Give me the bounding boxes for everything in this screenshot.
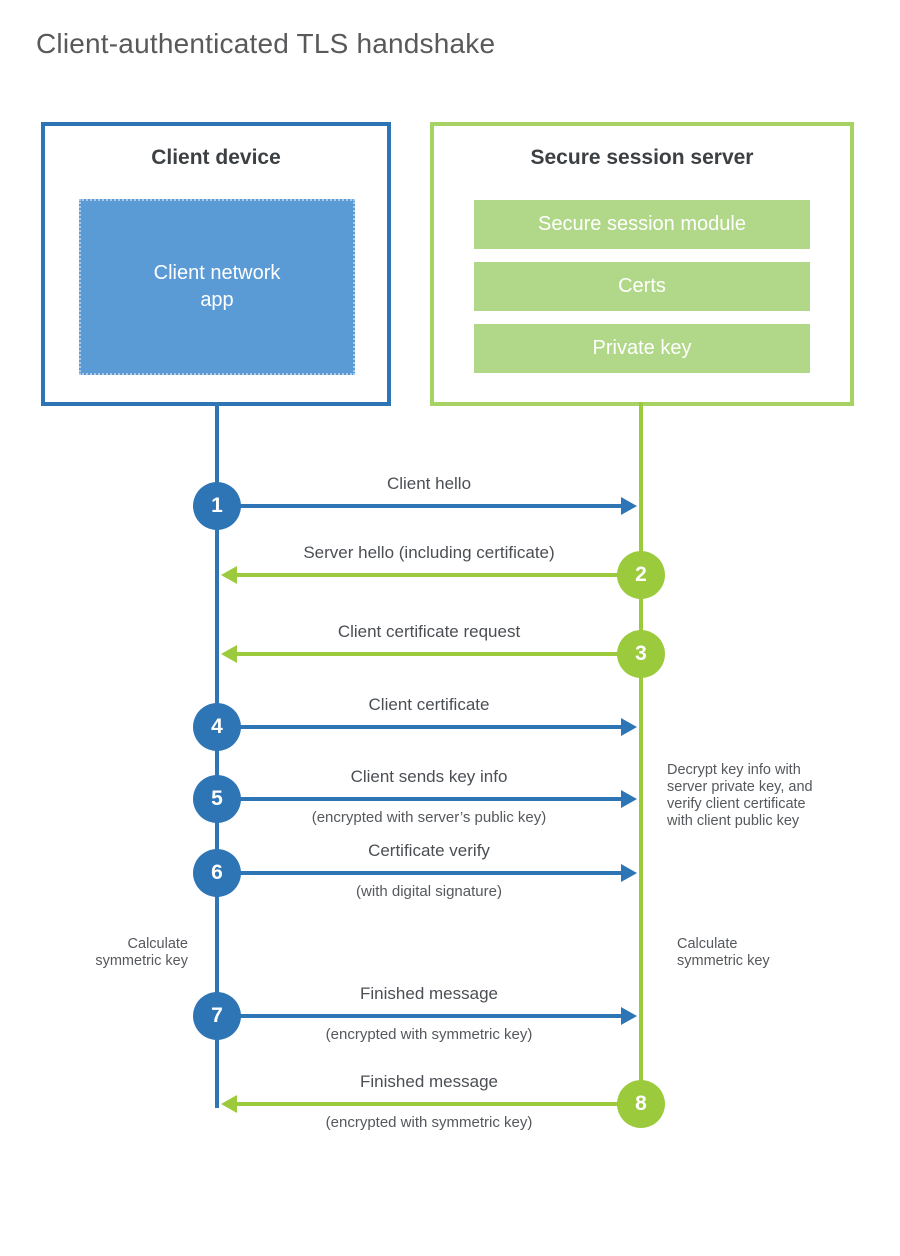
arrow-shaft-right [219,504,621,508]
server-module-label: Private key [592,337,692,359]
client-network-app-box: Client network app [79,199,355,375]
server-module-label: Certs [618,275,666,297]
message-sublabel: (with digital signature) [356,883,502,900]
message-sublabel: (encrypted with server’s public key) [311,809,547,826]
message-sublabel: (encrypted with symmetric key) [325,1114,533,1131]
client-network-app-label: Client network app [153,262,281,311]
message-label: Client certificate request [337,622,521,641]
client-lifeline [215,402,219,1108]
arrowhead-icon [621,497,637,515]
message-label: Client sends key info [350,767,508,786]
message-sublabel: (encrypted with symmetric key) [325,1026,533,1043]
step-number-badge: 1 [193,482,241,530]
arrow-shaft-right [219,797,621,801]
server-module-certs: Certs [474,262,810,311]
step-number-badge: 4 [193,703,241,751]
arrowhead-icon [621,718,637,736]
secure-session-server-title: Secure session server [530,146,754,169]
arrow-shaft-right [219,871,621,875]
message-label: Certificate verify [368,841,490,860]
step-number-badge: 8 [617,1080,665,1128]
server-lifeline [639,402,643,1104]
secure-session-server-box: Secure session server Secure session mod… [430,122,854,406]
message-label: Client hello [386,474,472,493]
message-label: Server hello (including certificate) [303,543,555,562]
step-number-badge: 6 [193,849,241,897]
message-label: Finished message [360,984,498,1003]
arrowhead-icon [621,790,637,808]
client-device-title: Client device [151,146,281,169]
client-device-box: Client device Client network app [41,122,391,406]
arrow-shaft-left [237,652,639,656]
step-number-badge: 2 [617,551,665,599]
message-label: Finished message [360,1072,498,1091]
arrowhead-icon [221,645,237,663]
step-number-badge: 7 [193,992,241,1040]
arrow-shaft-left [237,1102,639,1106]
arrow-shaft-right [219,1014,621,1018]
message-label: Client certificate [368,695,490,714]
arrow-shaft-right [219,725,621,729]
server-module-secure-session: Secure session module [474,200,810,249]
arrowhead-icon [221,566,237,584]
arrow-shaft-left [237,573,639,577]
arrowhead-icon [221,1095,237,1113]
arrowhead-icon [621,1007,637,1025]
server-decrypt-note: Decrypt key info with server private key… [667,762,813,830]
server-module-private-key: Private key [474,324,810,373]
server-module-label: Secure session module [538,213,746,235]
page-title: Client-authenticated TLS handshake [36,28,496,59]
client-calculate-symmetric-key-note: Calculate symmetric key [95,936,188,970]
server-calculate-symmetric-key-note: Calculate symmetric key [677,936,770,970]
step-number-badge: 3 [617,630,665,678]
step-number-badge: 5 [193,775,241,823]
arrowhead-icon [621,864,637,882]
